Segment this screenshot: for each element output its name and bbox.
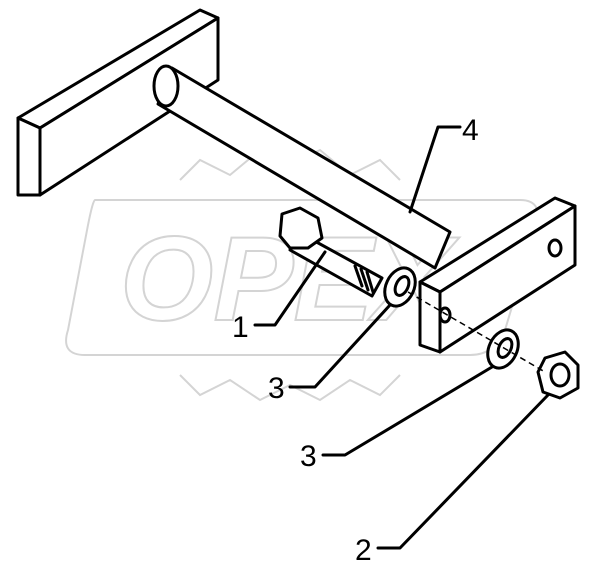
bolt [278,206,384,298]
callout-1: 1 [232,311,249,344]
assembly-axis [407,291,546,373]
left-plate [16,8,220,197]
callout-2: 2 [355,534,372,567]
callout-3-rear: 3 [300,440,317,473]
washer-rear [486,328,520,370]
washer-front [383,266,417,308]
leader-lines [253,125,550,550]
callout-4: 4 [462,114,479,147]
tube [152,64,452,270]
nut [536,350,580,400]
right-plate [418,196,577,354]
callout-3-front: 3 [268,372,285,405]
